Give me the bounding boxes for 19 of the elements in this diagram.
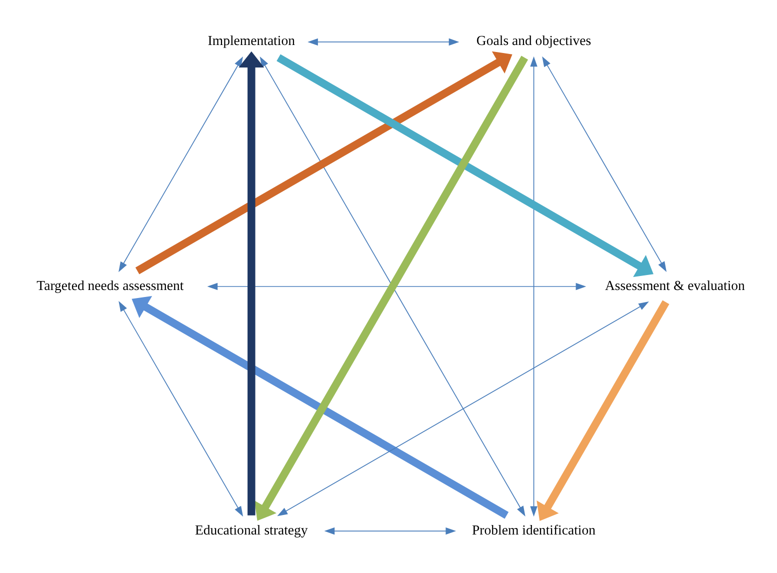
arrow [207,282,586,290]
node-text: Implementation [208,33,295,48]
arrow [238,51,264,516]
arrow [530,56,538,517]
arrow [135,51,512,274]
arrow [118,301,244,517]
node-text: Educational strategy [195,522,308,538]
node-text: Targeted needs assessment [36,278,184,293]
arrow [542,56,667,272]
node-text: Problem identification [472,522,596,538]
node-text: Goals and objectives [476,33,592,48]
arrow [536,300,670,521]
arrow [324,527,456,535]
arrow [276,54,654,278]
node-text: Assessment & evaluation [604,278,745,293]
arrow [132,296,509,519]
arrow [277,302,649,516]
arrow [308,38,460,46]
arrow [118,56,244,272]
